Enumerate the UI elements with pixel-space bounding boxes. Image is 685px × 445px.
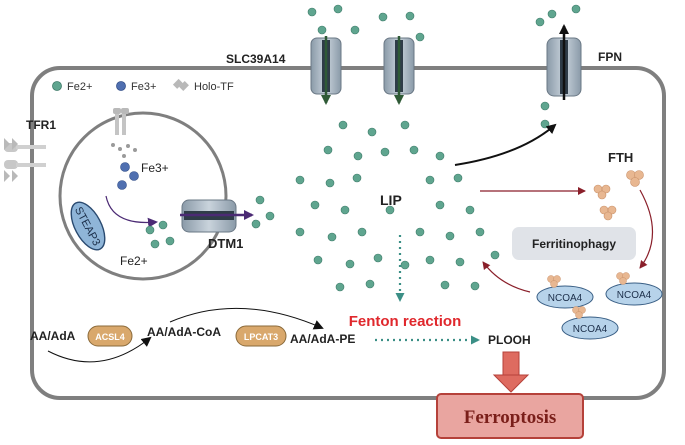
legend-fe3-dot: [116, 81, 126, 91]
fth-label: FTH: [608, 150, 633, 165]
lpcat3-enzyme: LPCAT3: [235, 325, 287, 347]
legend-fe2-dot: [52, 81, 62, 91]
fpn-inner-fe2-dots: [540, 101, 550, 129]
ncoa4-to-lip-arrow: [482, 261, 531, 293]
holo-tf-icon: [172, 78, 189, 91]
ncoa4-b-label: NCOA4: [617, 290, 652, 301]
aa-ada-label: AA/AdA: [30, 329, 76, 343]
acsl4-label: ACSL4: [95, 332, 125, 342]
slc39a14-channel-1: [310, 36, 342, 105]
coa-to-pe-arrow: [169, 307, 324, 330]
ferritinophagy-label: Ferritinophagy: [532, 237, 616, 251]
plooh-label: PLOOH: [488, 333, 531, 347]
fenton-reaction-label: Fenton reaction: [349, 313, 462, 330]
slc39a14-channel-2: [383, 36, 415, 105]
legend-fe2-label: Fe2+: [67, 81, 92, 93]
plooh-to-ferroptosis-arrow: [492, 351, 530, 393]
tfr1-label: TFR1: [26, 118, 56, 132]
ncoa4-c-label: NCOA4: [573, 324, 608, 335]
fth-to-ncoa4-arrow: [639, 189, 654, 269]
endosome-small-particles: [111, 143, 137, 158]
fe2-inner-label: Fe2+: [120, 254, 148, 268]
lip-fe2-cloud: [295, 120, 500, 292]
legend-holotf-label: Holo-TF: [194, 81, 234, 93]
aa-ada-pe-label: AA/AdA-PE: [290, 332, 355, 346]
ncoa4-b: NCOA4: [605, 272, 663, 306]
acsl4-enzyme: ACSL4: [87, 325, 133, 347]
ferroptosis-label: Ferroptosis: [464, 407, 557, 428]
lip-label: LIP: [380, 192, 402, 208]
cell-membrane: [30, 66, 666, 400]
lip-to-fpn-arrow: [454, 123, 557, 166]
tfr1-receptor-icon: [4, 138, 46, 182]
ncoa4-a-label: NCOA4: [548, 293, 583, 304]
dtm1-exit-fe2-dots: [251, 195, 275, 229]
endosome-fe3-dots: [117, 162, 139, 190]
dtm1-label: DTM1: [208, 236, 243, 251]
fpn-channel: [546, 24, 582, 100]
endosome-fe2-dots: [145, 220, 175, 249]
legend-fe3-label: Fe3+: [131, 81, 156, 93]
slc39a14-label: SLC39A14: [226, 52, 286, 66]
fe3-inner-label: Fe3+: [141, 161, 169, 175]
aa-to-coa-arrow: [47, 336, 152, 363]
endosome-receptor-icon: [113, 108, 129, 135]
ncoa4-a: NCOA4: [536, 275, 594, 309]
ferritin-clusters: [593, 170, 644, 221]
ferroptosis-box: [436, 393, 584, 439]
extracellular-fe2-dots: [307, 4, 581, 42]
aa-ada-coa-label: AA/AdA-CoA: [147, 325, 221, 339]
reduction-arrow: [105, 195, 158, 228]
legend: Fe2+ Fe3+ Holo-TF: [52, 78, 234, 93]
ferritinophagy-box: [512, 227, 636, 260]
fpn-label: FPN: [598, 50, 622, 64]
ncoa4-c: NCOA4: [561, 306, 619, 340]
lpcat3-label: LPCAT3: [244, 332, 278, 342]
